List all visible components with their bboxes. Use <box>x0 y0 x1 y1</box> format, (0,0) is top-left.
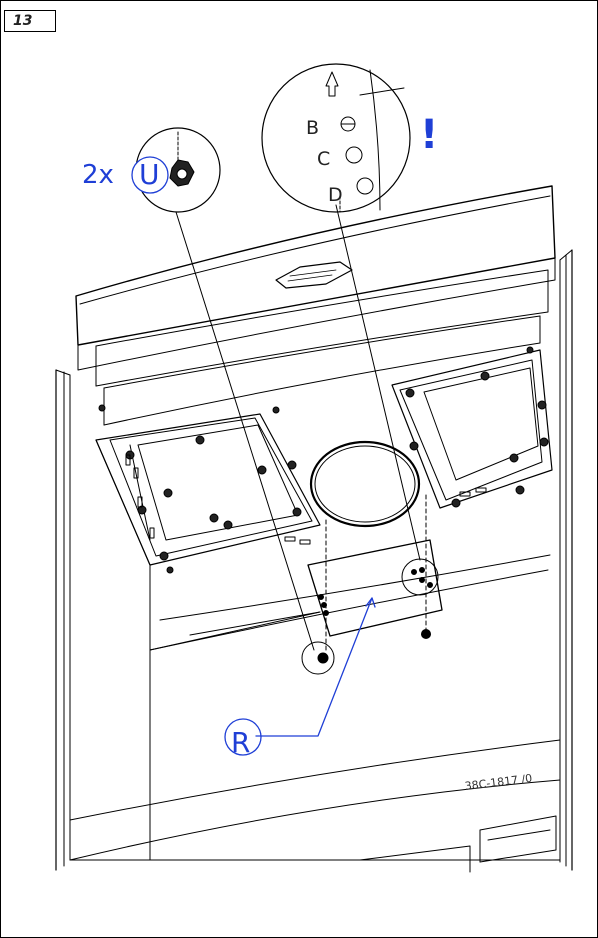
casing-outer <box>55 249 573 871</box>
top-flange <box>95 269 549 387</box>
attention-icon: ! <box>420 112 439 158</box>
deflector-plate <box>307 539 443 637</box>
back-wall <box>149 569 549 861</box>
r-label-circle <box>224 718 262 756</box>
arrow-up-icon <box>325 71 339 97</box>
slots <box>125 454 487 545</box>
quantity-label: 2x <box>82 160 114 190</box>
screw-detail-circle <box>301 641 335 675</box>
bolts <box>98 346 549 574</box>
screw-u-label: U <box>139 158 160 191</box>
hole-b-label: B <box>306 117 320 139</box>
u-label-circle <box>131 156 169 194</box>
right-box <box>391 349 553 509</box>
hood-inner-edge <box>79 195 551 305</box>
flue-collar-outer <box>309 440 421 528</box>
detail-circle-small <box>401 558 439 596</box>
hole-c-label: C <box>317 148 331 170</box>
plate-r-label: R <box>231 726 251 759</box>
brand-plate <box>275 261 353 289</box>
r-leader-line <box>255 597 373 737</box>
hole-d-label: D <box>328 184 343 206</box>
hood-front <box>77 257 556 371</box>
step-number: 13 <box>4 10 56 32</box>
detail-callout-circle <box>261 63 411 213</box>
